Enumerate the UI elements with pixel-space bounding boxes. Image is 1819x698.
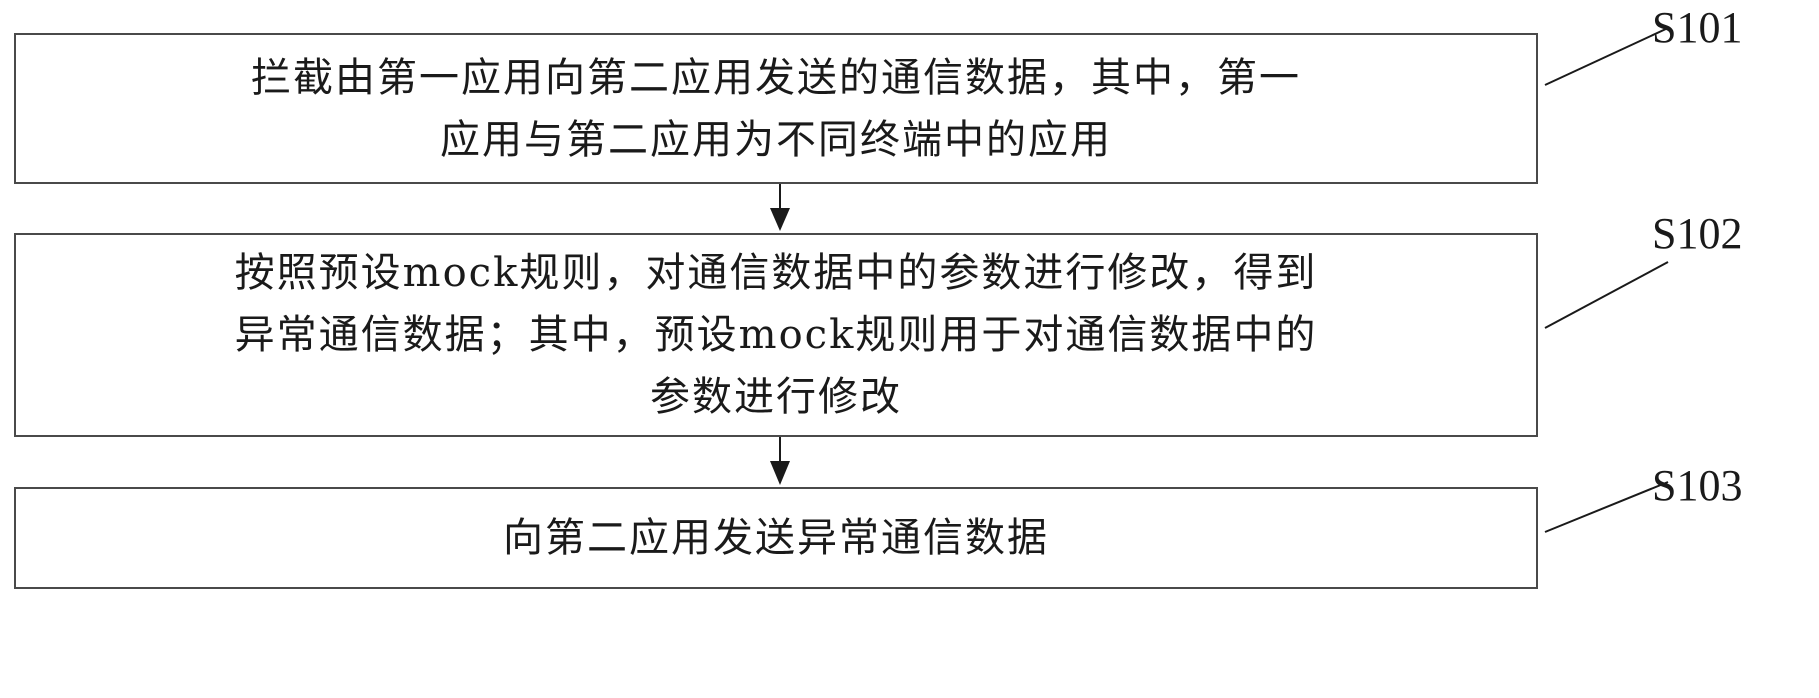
step-box-s101: 拦截由第一应用向第二应用发送的通信数据，其中，第一 应用与第二应用为不同终端中的…: [14, 33, 1538, 184]
step-text-s103: 向第二应用发送异常通信数据: [503, 515, 1049, 561]
step-label-s101: S101: [1652, 3, 1743, 52]
step-box-s102: 按照预设mock规则，对通信数据中的参数进行修改，得到 异常通信数据；其中，预设…: [14, 233, 1538, 437]
step-box-s103: 向第二应用发送异常通信数据: [14, 487, 1538, 589]
leader-line-s102: [1544, 261, 1669, 329]
leader-line-s103: [1544, 481, 1669, 533]
leader-line-s101: [1544, 27, 1669, 86]
step-label-s102: S102: [1652, 209, 1743, 258]
arrow-s102-to-s103: [770, 437, 790, 485]
step-text-s102: 按照预设mock规则，对通信数据中的参数进行修改，得到 异常通信数据；其中，预设…: [234, 250, 1318, 420]
step-text-s101: 拦截由第一应用向第二应用发送的通信数据，其中，第一 应用与第二应用为不同终端中的…: [251, 54, 1301, 163]
arrow-s101-to-s102: [770, 184, 790, 231]
step-label-s103: S103: [1652, 461, 1743, 510]
